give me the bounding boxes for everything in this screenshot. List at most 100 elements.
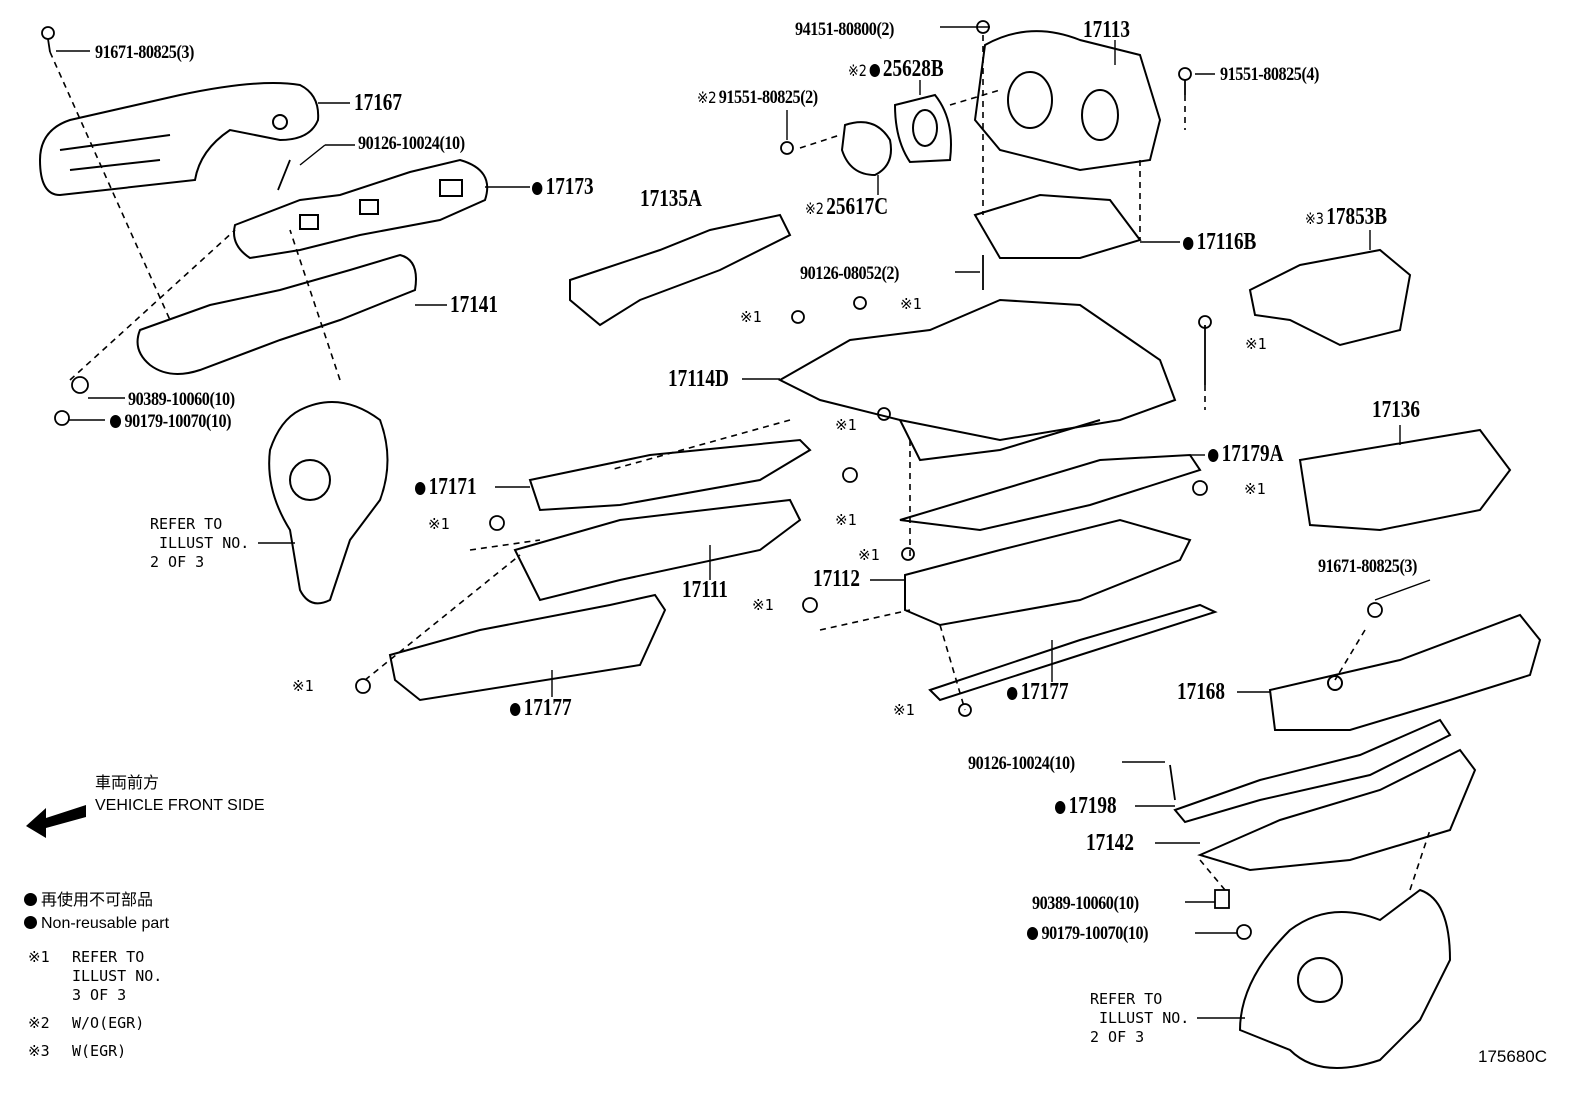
part-label-nonreusable: 90179-10070(10) <box>1027 923 1149 944</box>
part-number: 17171 <box>428 474 477 500</box>
gasket-17173 <box>233 158 489 260</box>
part-label-nonreusable: ※2 25628B <box>848 57 944 81</box>
part-label-nonreusable: 17116B <box>1183 230 1256 254</box>
gasket-17177-left <box>388 593 667 702</box>
refer-note: REFER TO ILLUST NO. 2 OF 3 <box>1090 990 1190 1046</box>
part-label: 17136 <box>1372 397 1420 423</box>
ref-mark: ※2 <box>697 88 717 107</box>
nonreusable-dot-icon <box>110 415 122 428</box>
part-number: 17179A <box>1221 441 1284 467</box>
part-label: 90126-08052(2) <box>800 263 900 284</box>
gasket-17116B <box>973 193 1142 259</box>
part-label: 17168 <box>1177 679 1225 705</box>
cover-25617C <box>840 121 892 177</box>
part-number: 17177 <box>1020 679 1069 705</box>
part-number: 90179-10070(10) <box>1041 923 1149 944</box>
nonreusable-dot-icon <box>510 703 521 716</box>
gasket-17177-right <box>928 603 1218 702</box>
part-number: 25628B <box>882 56 944 82</box>
heat-insulator-17168 <box>1268 613 1542 731</box>
ref-marker: ※1 <box>752 596 774 614</box>
front-side-en: VEHICLE FRONT SIDE <box>95 797 265 814</box>
ref-marker: ※1 <box>900 295 922 313</box>
part-label: 91671-80825(3) <box>1318 556 1418 577</box>
part-number: 17853B <box>1326 204 1388 230</box>
insulator-17853B <box>1248 248 1412 347</box>
part-label: 17141 <box>450 292 498 318</box>
part-label: 90389-10060(10) <box>128 389 235 410</box>
ref-mark: ※2 <box>848 61 867 80</box>
gasket-17171 <box>528 438 812 512</box>
legend-note-mark: ※2 <box>28 1014 50 1032</box>
part-number: 17198 <box>1068 793 1117 819</box>
part-label-nonreusable: 17177 <box>510 696 572 720</box>
legend-note-mark: ※1 <box>28 948 50 966</box>
ref-marker: ※1 <box>835 511 857 529</box>
ref-marker: ※1 <box>740 308 762 326</box>
nonreusable-dot-icon <box>1183 237 1194 250</box>
gasket-25628B <box>893 93 952 164</box>
ref-mark: ※2 <box>805 199 824 218</box>
part-number: 91551-80825(2) <box>718 87 818 108</box>
part-label: 17142 <box>1086 830 1134 856</box>
throttle-body-17113 <box>973 30 1162 172</box>
part-number: 90179-10070(10) <box>124 411 232 432</box>
fasteners <box>41 20 1383 940</box>
part-label-nonreusable: 90179-10070(10) <box>110 411 232 432</box>
nonreusable-dot-icon <box>415 482 426 495</box>
guide-lines <box>49 35 1431 891</box>
arrow-left-icon <box>26 805 86 838</box>
nonreusable-dot-icon <box>869 64 880 77</box>
ref-marker: ※1 <box>835 416 857 434</box>
ref-marker: ※1 <box>428 515 450 533</box>
part-label: 17112 <box>813 566 860 592</box>
part-label: 90126-10024(10) <box>358 133 465 154</box>
insulator-17135A <box>569 213 792 327</box>
part-label: 17111 <box>682 577 728 603</box>
ref-marker: ※1 <box>1245 335 1267 353</box>
legend-nonreusable-en: Non-reusable part <box>24 913 169 935</box>
heat-insulator-17167 <box>38 82 320 197</box>
part-label-nonreusable: 17177 <box>1007 680 1069 704</box>
part-label-nonreusable: 17198 <box>1055 794 1117 818</box>
exhaust-manifold-17142 <box>1197 748 1477 872</box>
nonreusable-dot-icon <box>1055 801 1066 814</box>
gasket-17179A <box>899 453 1202 532</box>
ref-marker: ※1 <box>292 677 314 695</box>
intake-manifold-17112 <box>904 518 1192 627</box>
part-label: 91671-80825(3) <box>95 42 195 63</box>
leader-lines <box>56 26 1431 1019</box>
front-side-jp: 車両前方 <box>95 775 160 792</box>
nonreusable-dot-icon <box>532 182 543 195</box>
nonreusable-dot-icon <box>1027 927 1039 940</box>
intake-manifold-17111 <box>513 498 802 602</box>
part-label: 90389-10060(10) <box>1032 893 1139 914</box>
part-label-nonreusable: 17179A <box>1208 442 1283 466</box>
part-label-nonreusable: 17171 <box>415 475 477 499</box>
legend-note-mark: ※3 <box>28 1042 50 1060</box>
part-label: 17135A <box>640 186 702 212</box>
turbocharger-left <box>268 401 389 605</box>
part-label: 17114D <box>668 366 729 392</box>
legend-note-text: W/O(EGR) <box>72 1014 145 1032</box>
part-label: 17113 <box>1083 17 1130 43</box>
part-number: 17177 <box>523 695 572 721</box>
legend-text: Non-reusable part <box>41 915 170 932</box>
nonreusable-dot-icon <box>1208 449 1219 462</box>
part-number: 17116B <box>1196 229 1257 255</box>
part-label: 90126-10024(10) <box>968 753 1075 774</box>
part-number: 25617C <box>826 194 889 220</box>
insulator-17136 <box>1298 428 1512 532</box>
turbocharger-right <box>1238 888 1452 1069</box>
legend-text: 再使用不可部品 <box>41 892 154 909</box>
part-label: 91551-80825(4) <box>1220 64 1320 85</box>
gasket-17198 <box>1173 718 1452 824</box>
ref-mark: ※3 <box>1305 209 1324 228</box>
part-label: 94151-80800(2) <box>795 19 895 40</box>
nonreusable-dot-icon <box>24 893 37 906</box>
